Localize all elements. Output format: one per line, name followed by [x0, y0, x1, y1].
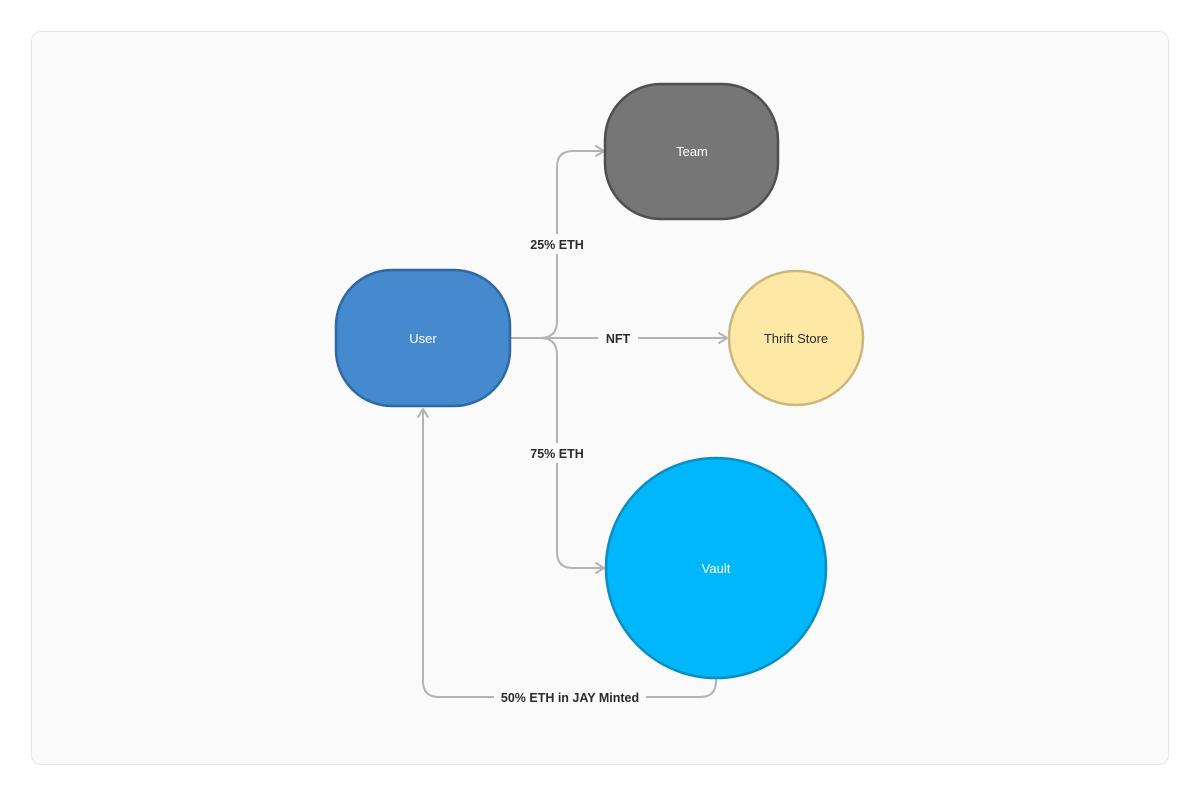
node-thrift-store-label: Thrift Store: [764, 331, 828, 346]
node-user[interactable]: User: [334, 268, 512, 408]
edge-label-50-eth-jay-minted: 50% ETH in JAY Minted: [501, 691, 639, 705]
edge-label-nft: NFT: [606, 332, 631, 346]
node-thrift-store[interactable]: Thrift Store: [727, 269, 865, 407]
node-vault[interactable]: Vault: [604, 456, 828, 680]
node-team[interactable]: Team: [603, 82, 780, 221]
edge-labels: 25% ETH NFT 75% ETH 50% ETH in JAY Minte…: [494, 234, 646, 707]
edge-label-75-eth: 75% ETH: [530, 447, 584, 461]
node-vault-label: Vault: [702, 561, 731, 576]
edge-label-25-eth: 25% ETH: [530, 238, 584, 252]
node-team-label: Team: [676, 144, 708, 159]
node-user-label: User: [409, 331, 437, 346]
